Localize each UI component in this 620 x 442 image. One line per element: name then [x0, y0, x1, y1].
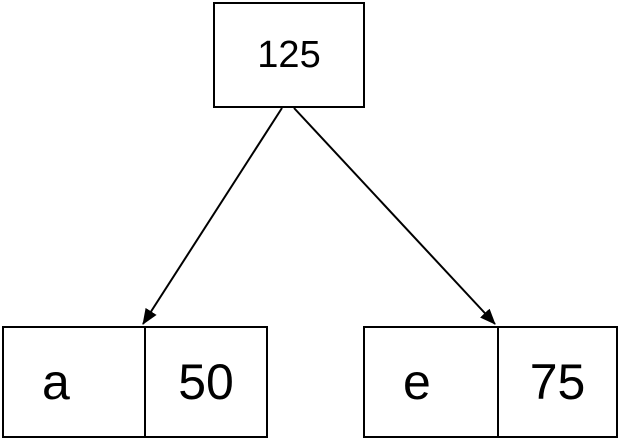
root-node-value: 125	[257, 34, 321, 76]
leaf-a-letter-cell: a	[4, 328, 144, 436]
edge-root-to-node-e	[293, 107, 496, 325]
leaf-a-letter: a	[42, 354, 70, 410]
leaf-a-count-cell: 50	[144, 328, 266, 436]
leaf-e-letter-cell: e	[365, 328, 497, 436]
edge-root-to-node-a	[142, 107, 283, 325]
leaf-e-letter: e	[403, 354, 431, 410]
leaf-e-count: 75	[529, 354, 586, 410]
leaf-a-count: 50	[178, 354, 234, 410]
leaf-node-e: e 75	[363, 326, 618, 438]
root-node: 125	[213, 2, 365, 108]
leaf-node-a: a 50	[2, 326, 268, 438]
leaf-e-count-cell: 75	[497, 328, 616, 436]
